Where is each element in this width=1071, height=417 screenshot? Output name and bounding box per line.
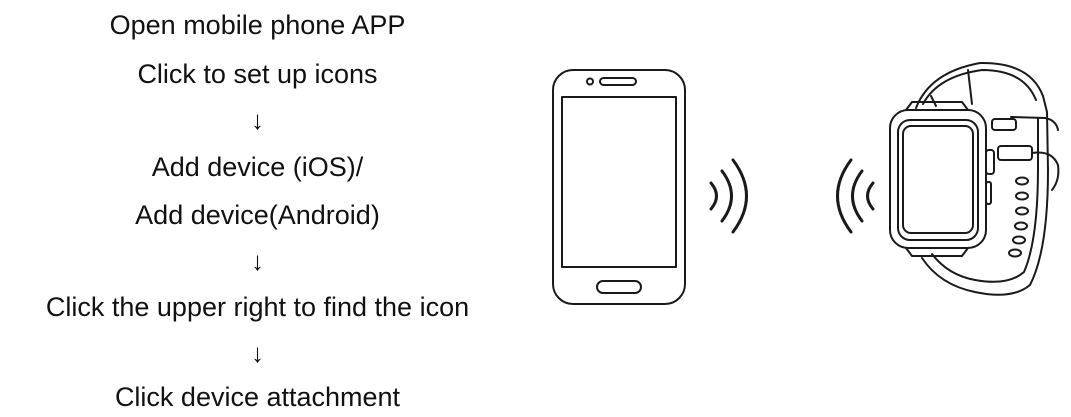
step-add-device-ios: Add device (iOS)/ (151, 152, 364, 182)
step-device-attachment: Click device attachment (114, 382, 401, 412)
down-arrow-icon: ↓ (251, 246, 264, 276)
smartwatch-icon (889, 61, 1060, 296)
down-arrow-icon: ↓ (251, 105, 264, 135)
step-open-app: Open mobile phone APP (109, 10, 406, 40)
step-set-up-icons: Click to set up icons (137, 59, 378, 89)
step-add-device-android: Add device(Android) (135, 200, 380, 230)
smartphone-icon (552, 69, 686, 305)
step-find-icon: Click the upper right to find the icon (45, 292, 470, 322)
signal-waves-left-icon (836, 158, 875, 234)
signal-waves-right-icon (709, 158, 748, 234)
instruction-steps: Open mobile phone APP Click to set up ic… (0, 0, 515, 417)
down-arrow-icon: ↓ (251, 338, 264, 368)
